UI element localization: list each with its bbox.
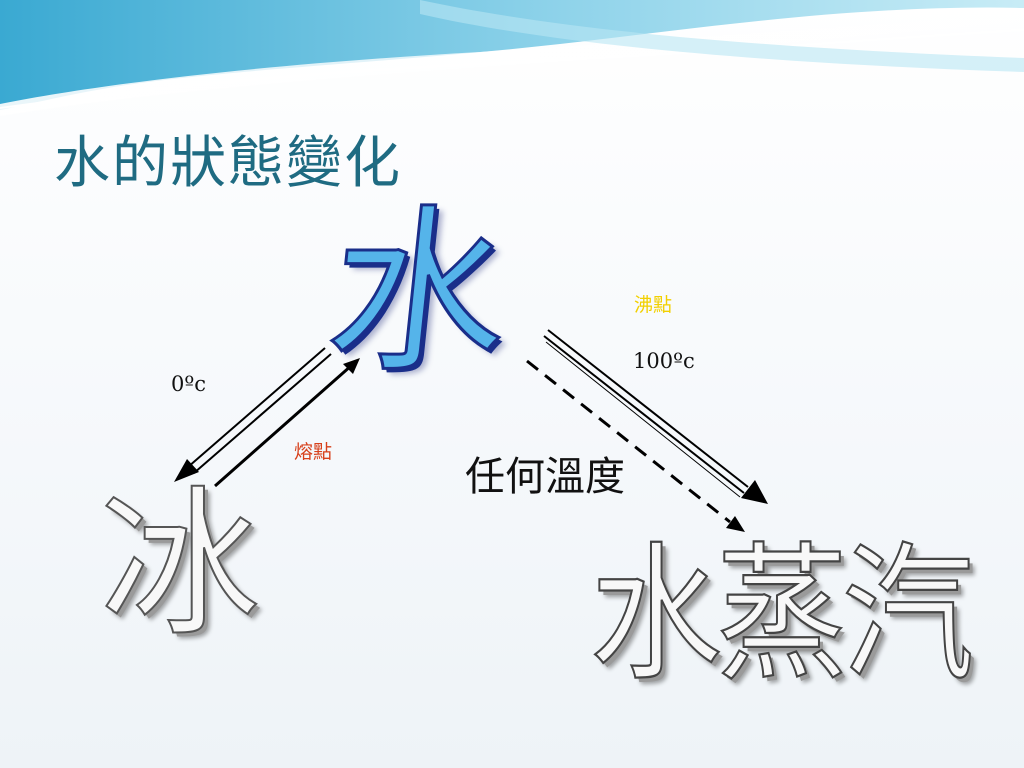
water-wordart: 水: [318, 188, 521, 398]
slide-title: 水的狀態變化: [54, 131, 402, 196]
steam-wordart: 水蒸汽: [589, 528, 975, 703]
melting-temperature-label: 0ºc: [171, 372, 206, 396]
freezing-arrow: [174, 347, 332, 482]
header-wave-decoration: [0, 0, 1024, 116]
boiling-temperature-label: 100ºc: [633, 349, 695, 373]
boiling-arrow: [543, 329, 768, 504]
evaporation-label: 任何溫度: [465, 454, 625, 500]
boiling-point-label: 沸點: [634, 294, 673, 316]
evaporation-arrow: [526, 359, 745, 532]
melting-point-label: 熔點: [294, 441, 333, 463]
melting-arrow: [214, 358, 360, 488]
ice-wordart: 冰: [99, 471, 261, 658]
